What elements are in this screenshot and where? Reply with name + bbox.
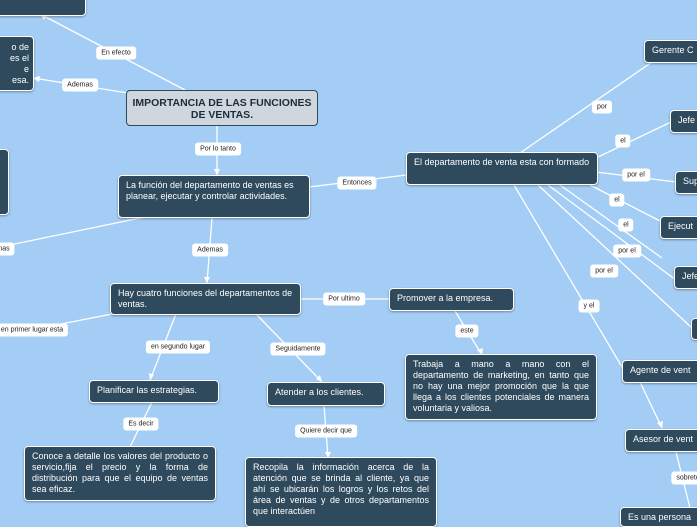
node-cuatro-funciones[interactable]: Hay cuatro funciones del departamentos d… (110, 283, 301, 315)
connector (589, 184, 663, 223)
node-trabaja-text: Trabaja a mano a mano con el departament… (413, 359, 589, 413)
connector (595, 121, 672, 159)
node-jefe-1[interactable]: Jefe (670, 110, 697, 133)
node-agente-text: Agente de vent (630, 365, 691, 375)
root-title: IMPORTANCIA DE LAS FUNCIONES DE VENTAS. (132, 97, 312, 121)
root-topic[interactable]: IMPORTANCIA DE LAS FUNCIONES DE VENTAS. (126, 90, 318, 126)
arrow-head (477, 348, 483, 355)
label-es-decir: Es decir (123, 417, 159, 431)
connector (559, 184, 663, 259)
node-promover-text: Promover a la empresa. (397, 293, 494, 303)
label-y-el: y el (578, 299, 600, 313)
node-gerente-text: Gerente C (652, 45, 694, 55)
arrow-head (204, 277, 210, 283)
node-jefe-2-text: Jefe (682, 271, 697, 281)
arrow-head (325, 452, 331, 458)
connector (0, 216, 146, 248)
label-ademas-left: mas (0, 242, 15, 256)
node-atender[interactable]: Atender a los clientes. (267, 382, 385, 406)
arrow-head (657, 421, 663, 428)
node-unlabeled-right[interactable] (691, 318, 697, 340)
node-asesor[interactable]: Asesor de vent (625, 429, 697, 452)
label-por-el-2: por el (613, 244, 641, 258)
node-recopila[interactable]: Recopila la información acerca de la ate… (245, 457, 437, 527)
arrow-head (149, 373, 154, 380)
node-conoce[interactable]: Conoce a detalle los valores del product… (24, 446, 216, 501)
label-este: este (455, 324, 479, 338)
connector (513, 184, 626, 373)
left-side-node[interactable] (0, 149, 9, 215)
node-planificar-text: Planificar las estrategias. (97, 385, 198, 395)
node-sup-text: Sup (683, 176, 697, 186)
left-top-node[interactable] (0, 0, 86, 16)
node-jefe-2[interactable]: Jefe (674, 266, 697, 289)
label-quiere-decir: Quiere decir que (295, 424, 357, 438)
node-asesor-text: Asesor de vent (633, 434, 694, 444)
label-seguidamente: Seguidamente (270, 342, 326, 356)
connector (639, 381, 663, 429)
node-jefe-1-text: Jefe (678, 115, 696, 125)
node-atender-text: Atender a los clientes. (275, 387, 364, 397)
label-ademas-2: Ademas (192, 243, 228, 257)
left-mid-text: o de es el e esa. (9, 42, 29, 85)
label-por-el-3: por el (590, 264, 618, 278)
arrow-head (316, 375, 322, 382)
label-entonces: Entonces (337, 176, 377, 190)
node-promover[interactable]: Promover a la empresa. (389, 288, 514, 311)
node-cuatro-text: Hay cuatro funciones del departamentos d… (118, 288, 293, 309)
node-agente[interactable]: Agente de vent (622, 360, 697, 383)
node-conoce-text: Conoce a detalle los valores del product… (32, 451, 208, 494)
node-ejecut-text: Ejecut (668, 221, 694, 231)
label-sobreto: sobreto (671, 471, 697, 485)
label-en-segundo-lugar: en segundo lugar (145, 340, 211, 354)
left-mid-node[interactable]: o de es el e esa. (0, 36, 34, 91)
node-ejecut[interactable]: Ejecut (660, 216, 697, 239)
node-departamento-text: El departamento de venta esta con formad… (414, 157, 590, 167)
label-en-primer-lugar: en primer lugar esta (0, 323, 69, 337)
label-en-efecto: En efecto (96, 46, 136, 60)
arrow-head (214, 169, 220, 175)
node-persona-text: Es una persona (628, 512, 692, 522)
label-el-2: el (609, 193, 625, 207)
label-el-3: el (618, 218, 634, 232)
node-trabaja[interactable]: Trabaja a mano a mano con el departament… (405, 354, 597, 420)
arrow-head (33, 76, 40, 82)
label-ademas-1: Ademas (62, 78, 98, 92)
node-persona[interactable]: Es una persona (620, 507, 697, 527)
node-sup[interactable]: Sup (675, 171, 697, 194)
node-gerente[interactable]: Gerente C (644, 40, 697, 63)
label-el-1: el (615, 134, 631, 148)
node-funcion-text: La función del departamento de ventas es… (126, 180, 294, 201)
label-por-ultimo: Por ultimo (323, 292, 365, 306)
node-planificar[interactable]: Planificar las estrategias. (89, 380, 219, 403)
label-por: por (591, 100, 613, 114)
node-departamento[interactable]: El departamento de venta esta con formad… (406, 152, 598, 185)
node-funcion[interactable]: La función del departamento de ventas es… (118, 175, 310, 218)
connector (519, 61, 653, 154)
connector (547, 184, 677, 281)
label-por-lo-tanto: Por lo tanto (195, 142, 241, 156)
label-por-el-1: por el (622, 168, 650, 182)
node-recopila-text: Recopila la información acerca de la ate… (253, 462, 429, 516)
